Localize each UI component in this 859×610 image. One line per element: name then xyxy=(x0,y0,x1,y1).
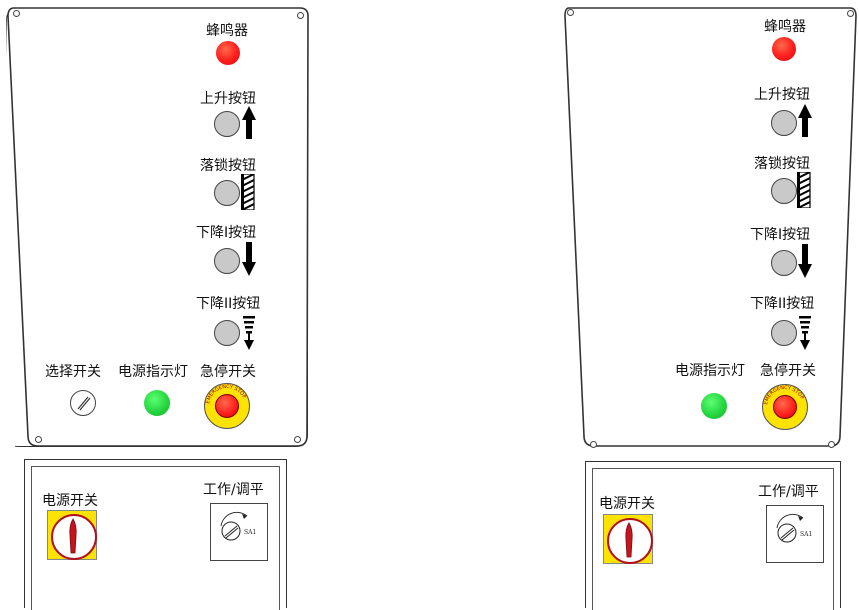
buzzer-label: 蜂鸣器 xyxy=(764,19,806,35)
emergency-stop-button[interactable] xyxy=(215,394,239,418)
selector-slot-icon xyxy=(77,396,91,411)
main-power-switch[interactable] xyxy=(603,514,653,564)
arrow-down-icon xyxy=(798,244,812,278)
rotary-selector-icon xyxy=(776,513,804,543)
lock-button-label: 落锁按钮 xyxy=(754,156,810,172)
arrow-up-icon xyxy=(798,104,812,137)
arrow-up-icon xyxy=(242,106,256,139)
up-button-label: 上升按钮 xyxy=(200,91,256,107)
power-indicator-light xyxy=(701,393,727,419)
down1-button[interactable] xyxy=(214,248,240,274)
screw xyxy=(297,12,304,19)
mode-switch[interactable]: SA1 xyxy=(766,505,824,563)
rotary-selector-icon xyxy=(220,511,248,541)
down1-button-label: 下降I按钮 xyxy=(196,225,257,241)
down2-button[interactable] xyxy=(214,320,240,346)
down2-button[interactable] xyxy=(771,320,797,346)
selector-switch[interactable] xyxy=(70,390,96,416)
screw xyxy=(828,441,835,448)
screw xyxy=(13,10,20,17)
screw xyxy=(35,436,42,443)
mode-switch-label: 工作/调平 xyxy=(758,484,819,500)
rotary-handle-icon xyxy=(625,522,633,558)
up-button[interactable] xyxy=(771,110,797,136)
lock-hatch-icon xyxy=(797,172,811,208)
step-down-arrow-icon xyxy=(799,316,811,350)
main-power-switch[interactable] xyxy=(47,510,97,560)
arrow-down-icon xyxy=(242,242,256,276)
selector-label: 选择开关 xyxy=(45,364,101,380)
screw xyxy=(294,436,301,443)
down2-button-label: 下降II按钮 xyxy=(750,296,815,312)
screw xyxy=(590,441,597,448)
power-light-label: 电源指示灯 xyxy=(118,364,188,380)
power-indicator-light xyxy=(144,390,170,416)
right-lower-inner-frame xyxy=(592,468,834,610)
screw xyxy=(847,10,854,17)
lock-button[interactable] xyxy=(214,180,240,206)
left-lower-inner-frame xyxy=(31,466,280,610)
buzzer-label: 蜂鸣器 xyxy=(206,23,248,39)
up-button[interactable] xyxy=(214,111,240,137)
buzzer-lamp xyxy=(216,41,240,65)
mode-switch[interactable]: SA1 xyxy=(210,503,268,561)
estop-label: 急停开关 xyxy=(200,364,256,380)
mode-switch-code: SA1 xyxy=(244,529,257,536)
lock-hatch-icon xyxy=(241,174,255,210)
estop-label: 急停开关 xyxy=(760,363,816,379)
lock-button[interactable] xyxy=(771,178,797,204)
buzzer-lamp xyxy=(772,37,796,61)
emergency-stop-button[interactable] xyxy=(773,395,797,419)
down1-button[interactable] xyxy=(771,250,797,276)
rotary-handle-icon xyxy=(69,518,77,554)
main-switch-label: 电源开关 xyxy=(599,496,655,512)
up-button-label: 上升按钮 xyxy=(754,87,810,103)
screw xyxy=(567,9,574,16)
power-light-label: 电源指示灯 xyxy=(675,363,745,379)
mode-switch-label: 工作/调平 xyxy=(203,482,264,498)
main-switch-label: 电源开关 xyxy=(42,493,98,509)
lock-button-label: 落锁按钮 xyxy=(200,158,256,174)
down2-button-label: 下降II按钮 xyxy=(196,296,261,312)
down1-button-label: 下降I按钮 xyxy=(750,227,811,243)
step-down-arrow-icon xyxy=(243,316,255,350)
mode-switch-code: SA1 xyxy=(800,531,813,538)
